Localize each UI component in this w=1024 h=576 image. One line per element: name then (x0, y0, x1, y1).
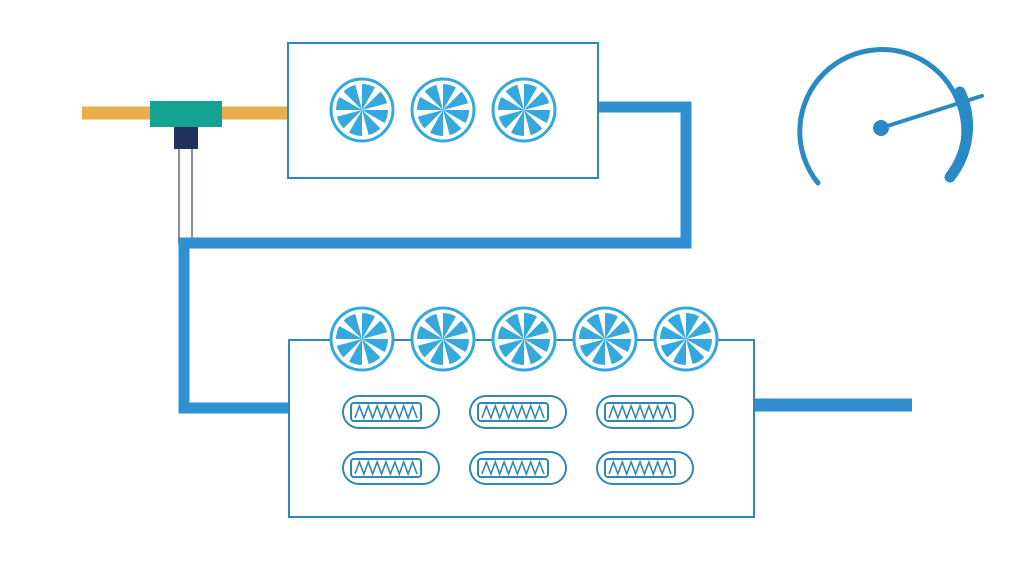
fan-icon (572, 306, 638, 372)
fan-icon (491, 306, 557, 372)
tee-valve-icon (150, 101, 222, 149)
fan-icon (491, 77, 557, 143)
coolant-loop-pipe (178, 101, 692, 414)
gauge-hub (873, 120, 889, 136)
lower-heater-unit (288, 306, 755, 518)
instrument-tubes (178, 148, 193, 244)
fan-icon (329, 77, 395, 143)
upper-heat-exchanger (287, 42, 599, 179)
heating-coil-icon (342, 395, 440, 429)
heating-coil-icon (469, 395, 567, 429)
heating-coil-icon (342, 451, 440, 485)
fan-icon (653, 306, 719, 372)
fan-icon (329, 306, 395, 372)
heating-coil-icon (596, 451, 694, 485)
gauge-needle (879, 93, 984, 130)
fan-icon (410, 306, 476, 372)
fan-icon (410, 77, 476, 143)
heating-coil-icon (596, 395, 694, 429)
pressure-gauge-icon (797, 47, 984, 186)
heating-coil-icon (469, 451, 567, 485)
